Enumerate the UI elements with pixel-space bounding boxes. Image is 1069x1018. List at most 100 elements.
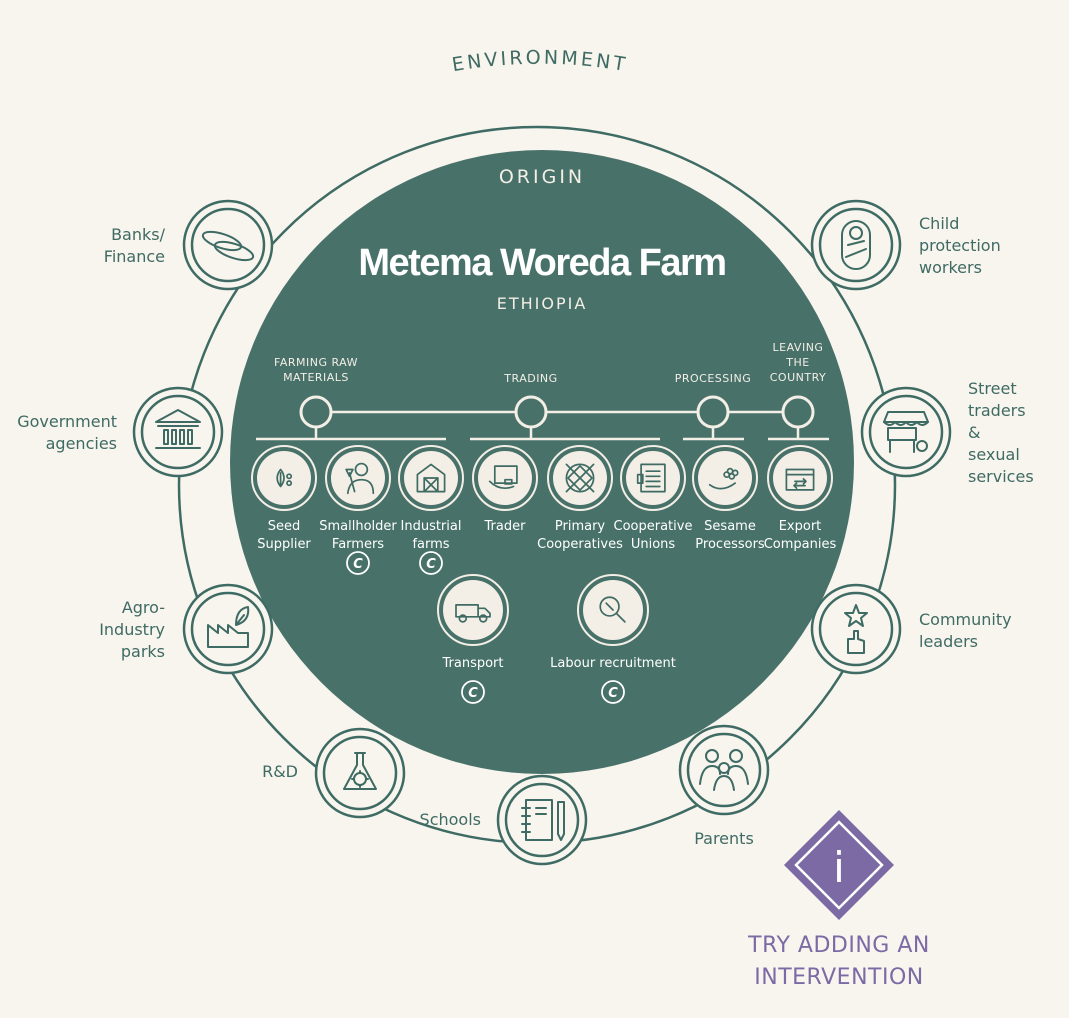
env-node-label: Banks/ <box>111 225 166 244</box>
intervention-diamond-border <box>794 820 884 910</box>
actor-ring <box>472 445 538 511</box>
flag-letter: C <box>353 557 363 572</box>
family-icon <box>699 749 749 791</box>
stage-node <box>299 395 333 429</box>
child-labour-flag-icon[interactable]: C <box>601 680 625 704</box>
stages-layer: FARMING RAW MATERIALS TRADING PROCESSING LEA… <box>256 341 829 441</box>
barn-icon <box>416 463 446 493</box>
env-node-label: sexual <box>968 445 1020 464</box>
child-labour-flag-icon[interactable]: C <box>419 551 443 575</box>
sesame-icon <box>708 467 739 490</box>
union-icon <box>636 463 666 493</box>
flag-letter: C <box>468 686 478 701</box>
actor-ring <box>437 574 509 646</box>
flag-letter: C <box>426 557 436 572</box>
env-node-label: agencies <box>46 434 117 453</box>
actor-label: Cooperatives <box>537 537 623 552</box>
actor-label: Sesame <box>704 519 756 534</box>
child-labour-flag-icon[interactable]: C <box>346 551 370 575</box>
env-node-inner-ring <box>190 207 266 283</box>
environment-label: ENVIRONMENT <box>450 47 629 77</box>
env-node-inner-ring <box>686 732 762 808</box>
country-label: ETHIOPIA <box>497 294 588 313</box>
stage-label: FARMING RAW <box>274 356 358 369</box>
actor-label: Transport <box>441 656 503 671</box>
actor-badge <box>478 451 532 505</box>
env-node-label: Street <box>968 379 1017 398</box>
actor-ring <box>325 445 391 511</box>
trader-icon <box>488 465 518 490</box>
farm-title: Metema Woreda Farm <box>358 242 725 284</box>
cooperative-icon <box>565 463 595 493</box>
stage-label: MATERIALS <box>283 371 349 384</box>
actor-label: Seed <box>268 519 301 534</box>
env-node-label: parks <box>121 642 165 661</box>
stage-leaving: LEAVING THE COUNTRY <box>768 341 829 441</box>
actor-badge <box>443 580 503 640</box>
actor-trader[interactable]: Trader <box>472 445 538 534</box>
env-node-inner-ring <box>504 782 580 858</box>
stage-label: THE <box>785 356 809 369</box>
stage-label: COUNTRY <box>770 371 827 384</box>
env-node-label: & <box>968 423 980 442</box>
baby-icon <box>841 220 871 270</box>
stage-label: PROCESSING <box>675 372 752 385</box>
env-node-label: traders <box>968 401 1026 420</box>
env-node-label: Finance <box>104 247 165 266</box>
stage-label: LEAVING <box>773 341 824 354</box>
env-node-schools[interactable]: Schools <box>420 774 588 866</box>
env-node-inner-ring <box>818 591 894 667</box>
flag-letter: C <box>608 686 618 701</box>
origin-label: ORIGIN <box>499 166 585 188</box>
actor-label: Companies <box>764 537 837 552</box>
stage-trading: TRADING <box>470 372 660 441</box>
env-node-agro-industry-parks[interactable]: Agro- Industry parks <box>99 583 274 675</box>
env-node-label: protection <box>919 236 1001 255</box>
env-node-label: Agro- <box>122 598 165 617</box>
magnifier-icon <box>599 596 626 623</box>
actor-label: Trader <box>484 519 527 534</box>
stage-node <box>514 395 548 429</box>
truck-icon <box>455 604 491 623</box>
market-stall-icon <box>883 411 929 453</box>
intervention-label: TRY ADDING AN <box>747 933 930 958</box>
actor-ring <box>620 445 686 511</box>
env-node-inner-ring <box>868 394 944 470</box>
farmer-icon <box>345 462 375 495</box>
seed-icon <box>276 468 293 488</box>
env-node-label: Industry <box>99 620 165 639</box>
env-node-parents[interactable]: Parents <box>678 724 770 848</box>
actor-label: Primary <box>555 519 606 534</box>
child-labour-flag-icon[interactable]: C <box>461 680 485 704</box>
env-node-r-and-d[interactable]: R&D <box>262 727 406 819</box>
actor-badge <box>626 451 680 505</box>
actor-label: Cooperative <box>614 519 693 534</box>
actors-layer: SeedSupplierSmallholderFarmersCIndustria… <box>251 445 837 704</box>
intervention-label: INTERVENTION <box>754 965 923 990</box>
stage-node <box>696 395 730 429</box>
env-node-label: Community <box>919 610 1012 629</box>
actor-ring <box>251 445 317 511</box>
actor-ring <box>692 445 758 511</box>
actor-label: Industrial <box>401 519 462 534</box>
actor-label: Labour recruitment <box>550 656 676 671</box>
actor-label: Export <box>779 519 822 534</box>
actor-ring <box>398 445 464 511</box>
env-node-banks-finance[interactable]: Banks/Finance <box>104 199 274 291</box>
